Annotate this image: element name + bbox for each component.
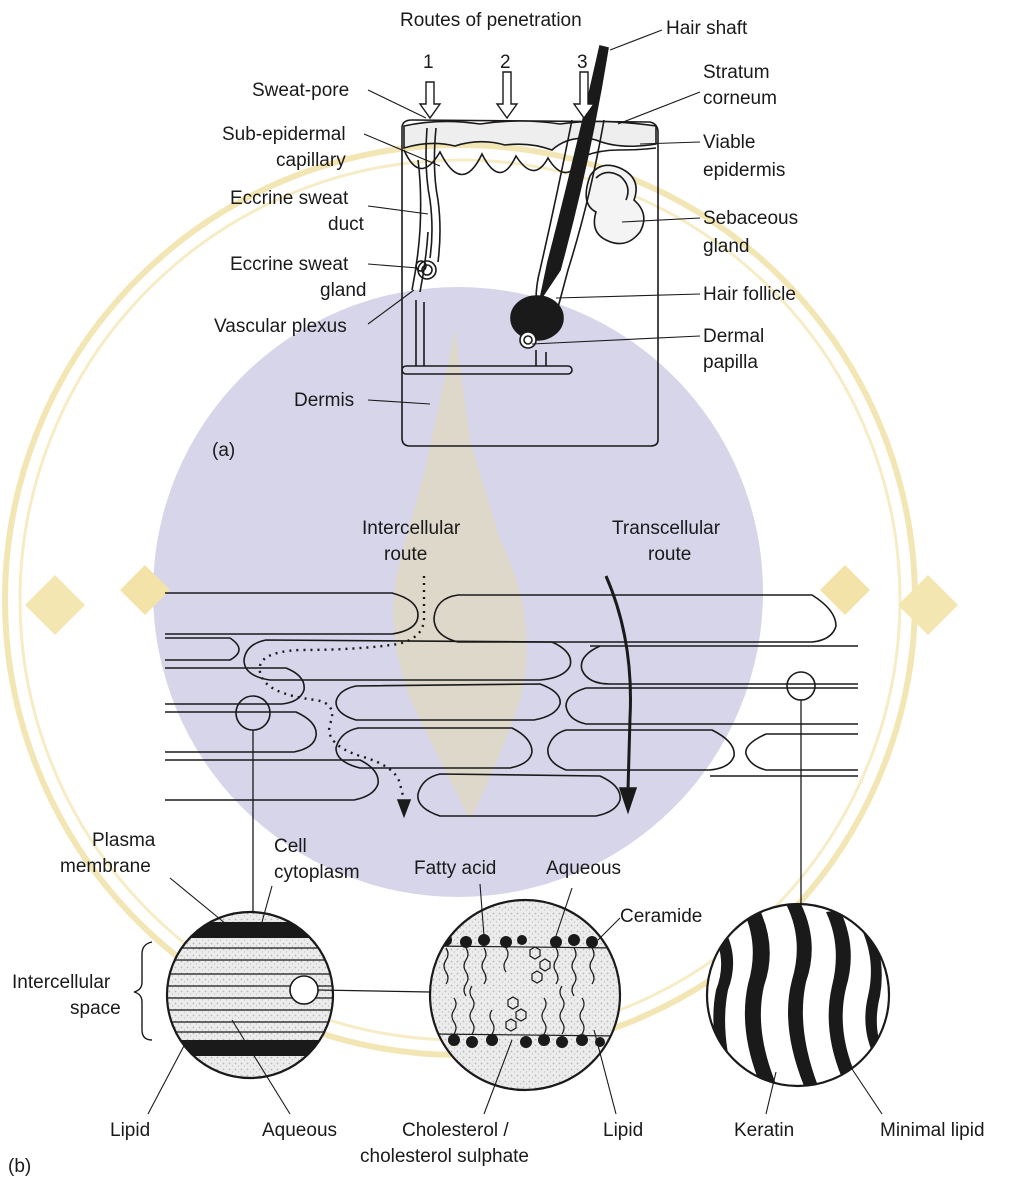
route-number-3: 3	[577, 52, 588, 73]
zoom-source-lipid	[290, 976, 318, 1004]
route-arrow-2	[497, 72, 517, 118]
label-fatty-acid: Fatty acid	[414, 858, 496, 879]
label-cholesterol-1: Cholesterol /	[402, 1120, 509, 1141]
label-lipid-left: Lipid	[110, 1120, 150, 1141]
zoom-circle-intercellular	[134, 905, 430, 1085]
label-eccrine-duct-1: Eccrine sweat	[230, 188, 349, 209]
panel-a-tag: (a)	[212, 440, 235, 461]
label-cell-cytoplasm-1: Cell	[274, 836, 307, 857]
label-dermal-papilla-2: papilla	[703, 352, 758, 373]
route-number-2: 2	[500, 52, 511, 73]
route-number-1: 1	[423, 52, 434, 73]
leader-duct	[368, 206, 428, 214]
leader-hair-shaft	[610, 30, 662, 50]
label-sebaceous-gland-2: gland	[703, 236, 750, 257]
intercellular-space-brace	[134, 942, 152, 1040]
label-eccrine-gland-1: Eccrine sweat	[230, 254, 349, 275]
label-hair-follicle: Hair follicle	[703, 284, 796, 305]
zoom-link-left-mid	[318, 990, 430, 992]
label-sebaceous-gland-1: Sebaceous	[703, 208, 798, 229]
label-dermal-papilla-1: Dermal	[703, 326, 764, 347]
label-lipid-mid: Lipid	[603, 1120, 643, 1141]
label-sweat-pore: Sweat-pore	[252, 80, 349, 101]
hair-bulb	[511, 296, 563, 340]
label-cell-cytoplasm-2: cytoplasm	[274, 862, 360, 883]
zoom-source-right	[787, 672, 815, 700]
label-intercellular-route-1: Intercellular	[362, 518, 461, 539]
leader-gland	[368, 264, 418, 268]
label-hair-shaft: Hair shaft	[666, 18, 748, 39]
label-minimal-lipid: Minimal lipid	[880, 1120, 985, 1141]
label-aqueous-left: Aqueous	[262, 1120, 337, 1141]
eccrine-sweat-gland	[418, 261, 436, 279]
leader-sweat-pore	[368, 90, 426, 118]
label-keratin: Keratin	[734, 1120, 794, 1141]
routes-title: Routes of penetration	[400, 10, 582, 31]
label-intercellular-route-2: route	[384, 544, 427, 565]
label-transcellular-route-1: Transcellular	[612, 518, 721, 539]
label-dermis: Dermis	[294, 390, 354, 411]
leader-follicle	[556, 294, 700, 298]
label-viable-epidermis-1: Viable	[703, 132, 755, 153]
label-ceramide: Ceramide	[620, 906, 702, 927]
leader-stratum	[618, 92, 700, 124]
label-stratum-corneum-2: corneum	[703, 88, 777, 109]
label-viable-epidermis-2: epidermis	[703, 160, 785, 181]
panel-b-tag: (b)	[8, 1156, 31, 1177]
label-eccrine-gland-2: gland	[320, 280, 367, 301]
label-stratum-corneum-1: Stratum	[703, 62, 770, 83]
label-sub-epidermal-2: capillary	[276, 150, 346, 171]
label-vascular-plexus: Vascular plexus	[214, 316, 347, 337]
plasma-membrane-top	[160, 922, 340, 938]
label-intercellular-space-1: Intercellular	[12, 972, 111, 993]
label-plasma-membrane-2: membrane	[60, 856, 151, 877]
vascular-plexus	[412, 160, 428, 292]
zoom-circle-keratin	[705, 900, 895, 1090]
label-intercellular-space-2: space	[70, 998, 121, 1019]
label-plasma-membrane-1: Plasma	[92, 830, 156, 851]
label-eccrine-duct-2: duct	[328, 214, 365, 235]
route-arrow-1	[420, 82, 440, 118]
label-sub-epidermal-1: Sub-epidermal	[222, 124, 346, 145]
label-aqueous-mid: Aqueous	[546, 858, 621, 879]
label-cholesterol-2: cholesterol sulphate	[360, 1146, 529, 1167]
zoom-circle-lipid-bilayer	[425, 895, 625, 1095]
dermal-papilla	[520, 332, 536, 348]
label-transcellular-route-2: route	[648, 544, 691, 565]
